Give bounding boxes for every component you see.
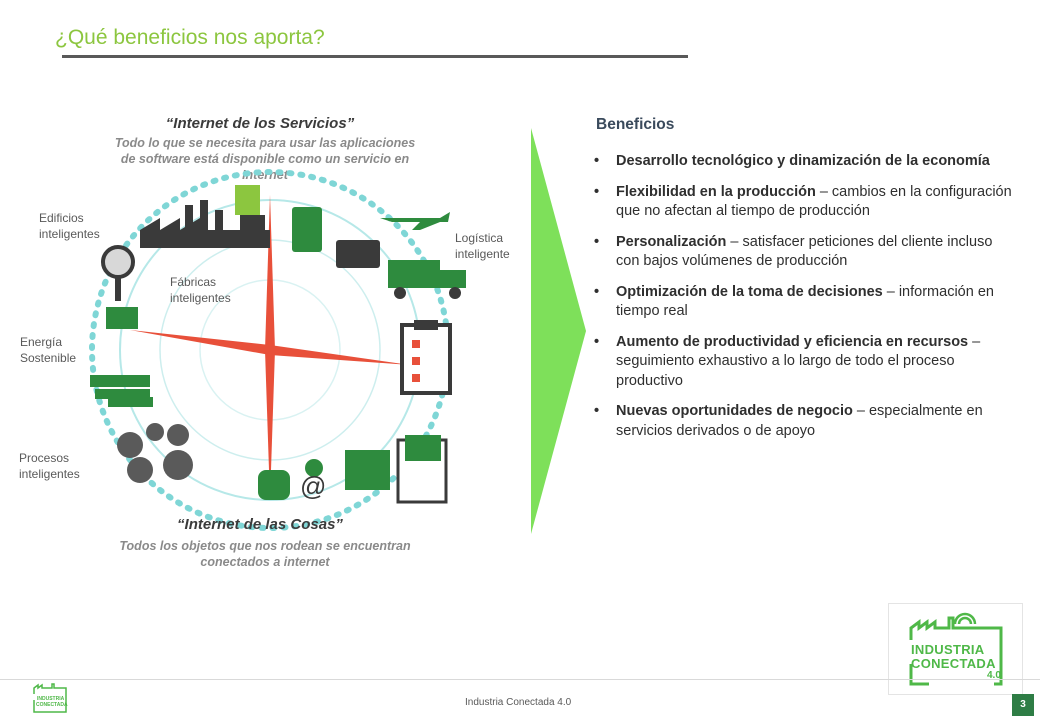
- page-number-badge: 3: [1012, 694, 1034, 716]
- iot-diagram: “Internet de los Servicios” Todo lo que …: [0, 100, 530, 580]
- logo-line-2: CONECTADA: [911, 656, 996, 671]
- label-logistica-1: Logística: [455, 231, 504, 245]
- logo-line-3: 4.0: [987, 670, 1001, 681]
- slide-title: ¿Qué beneficios nos aporta?: [55, 26, 325, 49]
- label-edificios-2: inteligentes: [39, 227, 100, 241]
- benefits-list: •Desarrollo tecnológico y dinamización d…: [594, 152, 1014, 452]
- money-bag-icon: [258, 470, 290, 500]
- envelope-icon: [106, 307, 138, 329]
- factory-icon: [140, 200, 270, 248]
- benefit-item: •Personalización – satisfacer peticiones…: [594, 233, 993, 270]
- plane-icon: [380, 212, 450, 230]
- label-procesos-1: Procesos: [19, 451, 70, 465]
- coin-icon: [305, 459, 323, 477]
- label-fabricas-2: inteligentes: [170, 291, 231, 305]
- at-sign-icon: @: [300, 471, 326, 501]
- label-procesos-2: inteligentes: [19, 467, 80, 481]
- benefit-item: •Optimización de la toma de decisiones –…: [594, 283, 994, 320]
- diagram-illustration: @: [89, 169, 466, 531]
- logo-line-1: INDUSTRIA: [911, 642, 985, 657]
- label-logistica-2: inteligente: [455, 247, 510, 261]
- svg-text:INDUSTRIA: INDUSTRIA: [37, 696, 65, 702]
- title-underline: [62, 55, 688, 58]
- clipboard-icon: [400, 320, 452, 395]
- magnifier-icon: [101, 245, 135, 301]
- label-edificios-1: Edificios: [39, 211, 84, 225]
- footer-text: Industria Conectada 4.0: [465, 697, 572, 708]
- keypad-icon: [336, 240, 380, 268]
- services-sub-1: Todo lo que se necesita para usar las ap…: [114, 136, 416, 150]
- footer-logo-icon: INDUSTRIA CONECTADA: [33, 683, 68, 713]
- benefits-title: Beneficios: [596, 116, 675, 133]
- funnel-icon: [235, 185, 260, 215]
- gears-icon: [117, 423, 193, 483]
- benefit-item: •Desarrollo tecnológico y dinamización d…: [594, 153, 990, 169]
- label-energia-1: Energía: [20, 335, 63, 349]
- truck-icon: [388, 260, 466, 299]
- phone-icon: [292, 207, 322, 252]
- green-arrow-shape: [531, 128, 586, 534]
- svg-text:CONECTADA: CONECTADA: [36, 702, 68, 708]
- footer-divider: [0, 679, 1040, 680]
- things-heading: “Internet de las Cosas”: [177, 516, 343, 533]
- things-sub-1: Todos los objetos que nos rodean se encu…: [119, 539, 411, 553]
- services-heading: “Internet de los Servicios”: [165, 115, 355, 132]
- things-sub-2: conectados a internet: [200, 555, 330, 569]
- services-sub-2: de software está disponible como un serv…: [120, 152, 410, 166]
- industria-conectada-logo: INDUSTRIA CONECTADA 4.0: [888, 603, 1023, 695]
- benefit-item: •Flexibilidad en la producción – cambios…: [594, 183, 1012, 220]
- money-icon: [90, 375, 153, 407]
- benefit-item: •Nuevas oportunidades de negocio – espec…: [594, 403, 983, 439]
- benefit-item: •Aumento de productividad y eficiencia e…: [594, 333, 981, 389]
- label-energia-2: Sostenible: [20, 351, 77, 365]
- package-icon: [345, 450, 390, 490]
- cart-icon: [396, 435, 448, 504]
- needle-horizontal: [130, 330, 410, 365]
- label-fabricas-1: Fábricas: [170, 275, 217, 289]
